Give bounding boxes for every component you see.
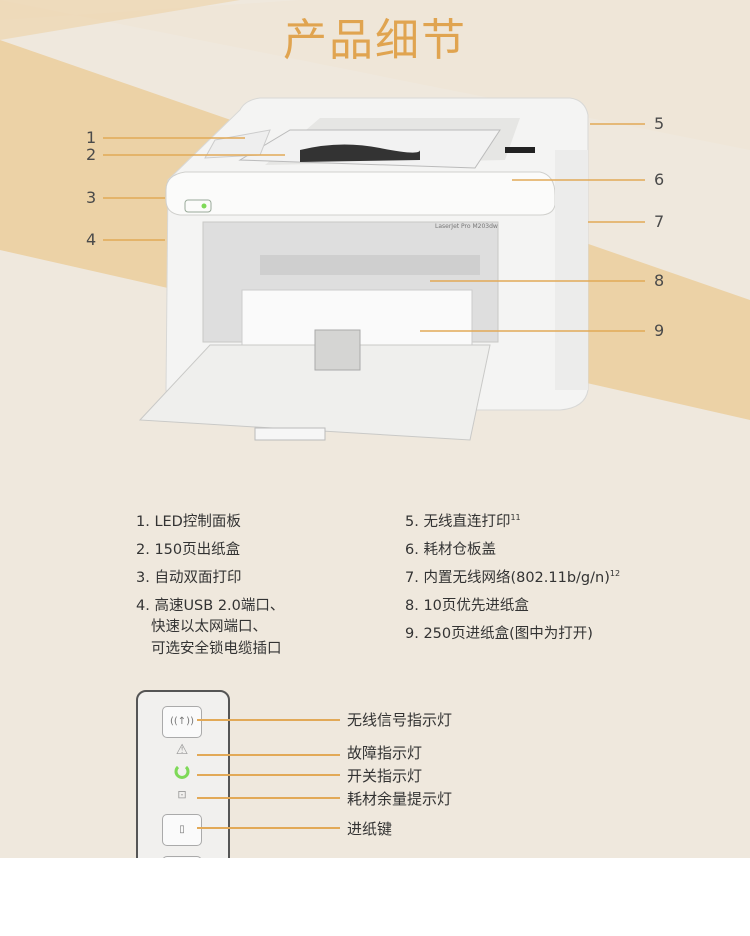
label-error-led: 故障指示灯 — [347, 744, 423, 762]
callout-number-2: 2 — [86, 145, 97, 164]
power-icon — [173, 764, 191, 782]
callout-line — [197, 719, 340, 721]
feature-item: 9. 250页进纸盒(图中为打开) — [405, 626, 593, 642]
callout-number-9: 9 — [654, 321, 665, 340]
label-paper-feed-button: 进纸键 — [347, 820, 393, 838]
wireless-icon: ((↑)) — [162, 706, 202, 738]
label-wireless-led: 无线信号指示灯 — [347, 711, 453, 729]
feature-item: 4. 高速USB 2.0端口、 — [136, 598, 285, 614]
callout-line — [197, 797, 340, 799]
product-detail-canvas: 产品细节 LaserJet Pro M203dw — [0, 0, 750, 858]
feature-item: 2. 150页出纸盒 — [136, 542, 241, 558]
printer-model-label: LaserJet Pro M203dw — [435, 223, 498, 230]
feature-item: 7. 内置无线网络(802.11b/g/n)12 — [405, 569, 621, 586]
warning-icon: ⚠ — [175, 742, 189, 758]
page-title: 产品细节 — [283, 15, 467, 66]
callout-number-5: 5 — [654, 114, 665, 133]
callout-number-3: 3 — [86, 188, 97, 207]
callout-line — [197, 827, 340, 829]
supplies-icon: ⊡ — [177, 788, 187, 801]
feature-item-continued: 快速以太网端口、 — [151, 619, 267, 635]
feature-list-right: 5. 无线直连打印11 6. 耗材仓板盖 7. 内置无线网络(802.11b/g… — [405, 508, 620, 648]
callout-number-8: 8 — [654, 271, 665, 290]
callout-number-4: 4 — [86, 230, 97, 249]
callout-number-6: 6 — [654, 170, 665, 189]
feature-list-left: 1. LED控制面板 2. 150页出纸盒 3. 自动双面打印 4. 高速USB… — [136, 508, 284, 660]
callout-number-1: 1 — [86, 128, 97, 147]
feature-item: 6. 耗材仓板盖 — [405, 542, 496, 558]
paper-feed-icon: ▯ — [162, 814, 202, 846]
feature-item: 3. 自动双面打印 — [136, 570, 242, 586]
callout-number-7: 7 — [654, 212, 665, 231]
feature-item: 8. 10页优先进纸盒 — [405, 598, 529, 614]
callout-lines — [103, 123, 645, 332]
callout-line — [197, 754, 340, 756]
feature-item: 5. 无线直连打印11 — [405, 513, 521, 530]
callout-line — [197, 774, 340, 776]
blank-footer — [0, 858, 750, 936]
printer-image: LaserJet Pro M203dw — [103, 97, 645, 441]
feature-item-continued: 可选安全锁电缆插口 — [151, 641, 282, 657]
label-supplies-led: 耗材余量提示灯 — [347, 790, 453, 808]
label-power-led: 开关指示灯 — [347, 767, 423, 785]
feature-item: 1. LED控制面板 — [136, 514, 241, 530]
